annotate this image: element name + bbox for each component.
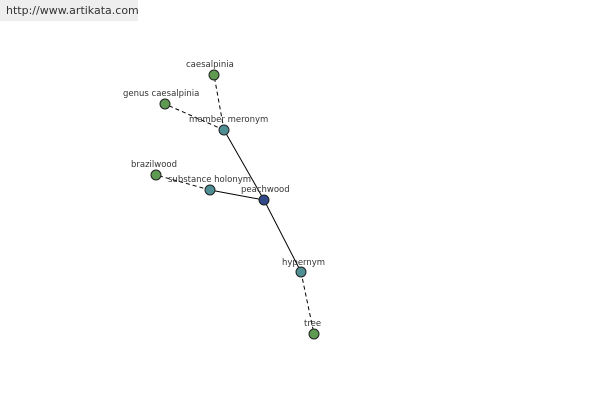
node-label: tree bbox=[304, 319, 321, 329]
node-circle[interactable] bbox=[218, 124, 230, 136]
site-link[interactable]: http://www.artikata.com bbox=[0, 0, 139, 21]
node-circle[interactable] bbox=[150, 169, 162, 181]
node-circle[interactable] bbox=[258, 194, 270, 206]
edge-peachwood-hypernym bbox=[263, 199, 302, 273]
node-peachwood[interactable]: peachwood bbox=[241, 185, 290, 206]
edge-hypernym-tree bbox=[300, 271, 315, 335]
node-label: peachwood bbox=[241, 185, 290, 195]
edge-peachwood-substance_holonym bbox=[209, 189, 265, 201]
node-brazilwood[interactable]: brazilwood bbox=[131, 160, 177, 181]
node-genus-caesalpinia[interactable]: genus caesalpinia bbox=[123, 89, 199, 110]
node-circle[interactable] bbox=[204, 184, 216, 196]
node-substance-holonym[interactable]: substance holonym bbox=[168, 175, 251, 196]
node-label: member meronym bbox=[189, 115, 268, 125]
edge-substance_holonym-brazilwood bbox=[155, 174, 211, 191]
node-tree[interactable]: tree bbox=[304, 319, 321, 340]
node-label: genus caesalpinia bbox=[123, 89, 199, 99]
node-circle[interactable] bbox=[159, 98, 171, 110]
node-caesalpinia[interactable]: caesalpinia bbox=[186, 60, 234, 81]
node-label: caesalpinia bbox=[186, 60, 234, 70]
node-circle[interactable] bbox=[295, 266, 307, 278]
edge-member_meronym-caesalpinia bbox=[213, 74, 225, 131]
node-label: brazilwood bbox=[131, 160, 177, 170]
edge-member_meronym-genus_caesalpinia bbox=[164, 103, 225, 131]
node-label: hypernym bbox=[282, 258, 325, 268]
node-hypernym[interactable]: hypernym bbox=[282, 258, 325, 278]
node-circle[interactable] bbox=[308, 328, 320, 340]
edges-layer bbox=[155, 74, 315, 335]
edge-peachwood-member_meronym bbox=[223, 129, 265, 201]
node-label: substance holonym bbox=[168, 175, 251, 185]
nodes-layer: peachwood member meronym substance holonym… bbox=[123, 60, 325, 340]
node-member-meronym[interactable]: member meronym bbox=[189, 115, 268, 136]
node-circle[interactable] bbox=[208, 69, 220, 81]
